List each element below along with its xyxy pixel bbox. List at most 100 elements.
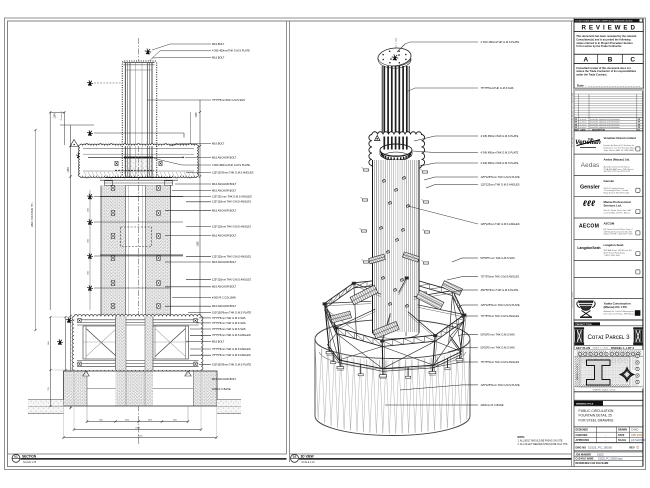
svg-text:01: 01 [14,454,18,458]
svg-text:FOR STEEL DRAWING: FOR STEEL DRAWING [579,418,614,422]
svg-text:38/F AIA Tower, 183 Electric R: 38/F AIA Tower, 183 Electric Rd [604,249,632,252]
svg-text:125*125 mm THK G.M.S ANGLES: 125*125 mm THK G.M.S ANGLES [212,194,252,198]
svg-text:Venetian Orient Limited: Venetian Orient Limited [604,136,637,140]
svg-text:Issued for approval and inform: Issued for approval and information [590,126,620,129]
svg-text:xx.xx.xx: xx.xx.xx [580,119,587,121]
svg-text:Estrada da Baia de N. Senhora: Estrada da Baia de N. Senhora da [604,144,635,147]
svg-text:125*125*6mm THK G.M.S ANGLES: 125*125*6mm THK G.M.S ANGLES [212,171,254,175]
svg-text:XX: XX [638,124,641,126]
svg-text:M16 ANCHOR BOLT: M16 ANCHOR BOLT [212,260,237,264]
svg-text:SCALE 1:10: SCALE 1:10 [302,461,316,464]
svg-text:450*50*6mm THK G.M.S PLATE: 450*50*6mm THK G.M.S PLATE [481,288,519,292]
svg-text:2584: 2584 [135,427,141,429]
svg-text:51525_PC_05050.dwg: 51525_PC_05050.dwg [598,458,623,461]
svg-text:xx.xx.xx: xx.xx.xx [580,127,587,129]
svg-text:PARCEL 1, LOT 2: PARCEL 1, LOT 2 [611,346,634,350]
svg-text:C: C [630,57,635,64]
svg-text:Gensler: Gensler [604,179,616,183]
svg-text:XX: XX [575,124,578,126]
svg-text:PROJECT TITLE: PROJECT TITLE [576,324,593,326]
svg-text:Yadea Construction: Yadea Construction [604,302,631,306]
svg-text:864: 864 [148,419,152,421]
svg-text:75*75*5mm THK G.M.S SHS: 75*75*5mm THK G.M.S SHS [212,327,246,331]
svg-text:251A-301 AIA Tower, 19/F, Maca: 251A-301 AIA Tower, 19/F, Macau [604,168,634,171]
svg-text:DRAWING TITLE: DRAWING TITLE [576,402,594,405]
svg-text:XX: XX [575,119,578,121]
svg-text:DESIGNED: DESIGNED [576,429,589,432]
svg-text:125*125*6mm THK G.M.S PLATE: 125*125*6mm THK G.M.S PLATE [481,303,520,307]
svg-text:C: C [637,446,640,450]
svg-text:125*125mm THK G.M.S ANGLES: 125*125mm THK G.M.S ANGLES [212,255,251,259]
svg-text:M16 ANCHOR BOLT: M16 ANCHOR BOLT [212,304,237,308]
svg-text:3D VIEW: 3D VIEW [301,454,314,458]
svg-text:Macau Professional: Macau Professional [604,200,631,204]
svg-text:DATE: DATE [581,129,587,132]
svg-text:DO NOT SCALE DRAWINGS. VERIFY: DO NOT SCALE DRAWINGS. VERIFY ALL DIMENS… [576,20,634,23]
svg-text:APPROVED: APPROVED [576,439,590,442]
svg-text:GRAPHIC SCALE 1:17500: GRAPHIC SCALE 1:17500 [593,388,616,391]
svg-text:75*75*5mm THK G.M.S ANGLES: 75*75*5mm THK G.M.S ANGLES [212,347,251,351]
svg-text:M16 ANCHOR BOLT: M16 ANCHOR BOLT [212,188,237,192]
svg-text:864: 864 [125,419,129,421]
svg-text:North Point, Hong Kong: North Point, Hong Kong [604,252,625,255]
svg-text:75*75*5mm THK G.M.S SHS: 75*75*5mm THK G.M.S SHS [212,321,246,325]
svg-text:4 365 450mmTHK G.M.S PLATE: 4 365 450mmTHK G.M.S PLATE [212,49,250,53]
svg-text:51525_PC_05050: 51525_PC_05050 [588,445,613,449]
svg-text:75*75*5mmTHK G.M.S SHS: 75*75*5mmTHK G.M.S SHS [481,86,514,90]
svg-text:51525_PC_05050: 51525_PC_05050 [572,292,574,307]
svg-text:75*75*5mm THK G.M.S ANGLES: 75*75*5mm THK G.M.S ANGLES [212,333,251,337]
svg-text:4 500 450mmTHK G.M.S PLATE: 4 500 450mmTHK G.M.S PLATE [212,163,250,167]
svg-text:150*150*8mm THK G.M.S PLATE: 150*150*8mm THK G.M.S PLATE [212,362,251,366]
svg-text:Date :: Date : [577,83,586,87]
svg-text:75*75*6mm THK G.M.S ANGLES: 75*75*6mm THK G.M.S ANGLES [481,275,520,279]
svg-text:1986: 1986 [196,112,198,118]
svg-text:M16 ANCHOR BOLT: M16 ANCHOR BOLT [212,285,237,289]
svg-text:Gensler: Gensler [580,185,601,191]
svg-text:status referred to in Pr: status referred to in Project Procedure … [576,41,633,45]
svg-text:Shatin, NT HK t +852 2317 700: Shatin, NT HK t +852 2317 7000 [604,233,634,236]
svg-text:AECOM: AECOM [604,222,615,226]
svg-text:BY: BY [637,130,640,132]
svg-text:XX: XX [575,122,578,124]
svg-text:This document has been rev: This document has been reviewed by the r… [576,34,636,38]
svg-text:1986: 1986 [197,241,199,247]
svg-text:M16 BOLT: M16 BOLT [212,42,225,46]
svg-text:M16 ANCHOR BOLT: M16 ANCHOR BOLT [212,182,237,186]
svg-text:8/F Grand Central Plaza Tower: 8/F Grand Central Plaza Tower 2 [604,228,634,231]
svg-text:PARCEL 1, LOT 2: PARCEL 1, LOT 2 [576,363,579,380]
svg-text:CAD FILE NAME: CAD FILE NAME [576,458,594,461]
svg-text:125*125*6mm THK G.M.S PLATE: 125*125*6mm THK G.M.S PLATE [481,383,520,387]
svg-text:XX: XX [638,119,641,121]
svg-text:2. ALL FILLET WELDED SHOULD BE: 2. ALL FILLET WELDED SHOULD BE 3mm THK. [518,443,569,446]
svg-text:XX: XX [575,127,578,129]
svg-text:Issued for approval and inform: Issued for approval and information [590,123,620,126]
svg-text:( Fountain ): ( Fountain ) [60,111,63,122]
svg-text:DRAWN: DRAWN [618,429,627,432]
svg-text:JOB NUMBER: JOB NUMBER [576,454,592,456]
svg-text:LangdonSeah: LangdonSeah [577,246,600,250]
svg-text:M16 ANCHOR BOLT: M16 ANCHOR BOLT [212,155,237,159]
svg-text:864: 864 [48,340,50,344]
svg-text:50*50*5 mm THK G.M.S SHS: 50*50*5 mm THK G.M.S SHS [481,346,516,350]
svg-text:Langdon Seah: Langdon Seah [604,243,624,247]
svg-text:CHAD: CHAD [631,428,638,432]
svg-text:Luso Int'l Bld, 17th FL, Macau: Luso Int'l Bld, 17th FL, Macau [604,212,630,215]
svg-text:DESCRIPTION: DESCRIPTION [592,130,606,132]
svg-text:M16 ANCHOR BOLT: M16 ANCHOR BOLT [212,377,237,381]
svg-text:75*75*5mm THK G.M.S ANGLES: 75*75*5mm THK G.M.S ANGLES [481,314,520,318]
svg-text:1984: 1984 [55,113,57,119]
svg-text:M16 ANCHOR BOLT: M16 ANCHOR BOLT [212,209,237,213]
svg-text:-: - [605,434,606,437]
svg-text:Issued for approval and inform: Issued for approval and information [590,121,620,124]
svg-text:5.4 for action by the Tra: 5.4 for action by the Trade Contractor. [576,44,622,48]
svg-text:125*125mm THK G.M.S ANGLES: 125*125mm THK G.M.S ANGLES [212,225,251,229]
svg-text:4 345 450mmTHK G.M.S PLATE: 4 345 450mmTHK G.M.S PLATE [481,134,519,138]
svg-text:xx.xx.xx: xx.xx.xx [580,122,587,124]
svg-text:125*125mm THK G.M.S ANGLES: 125*125mm THK G.M.S ANGLES [481,222,520,226]
svg-text:-: - [605,439,606,442]
svg-text:4 THK 450mmTHK G.M.S PLATE: 4 THK 450mmTHK G.M.S PLATE [481,40,520,44]
svg-text:4: 4 [138,442,140,445]
svg-text:# 500 R.C COLUMN: # 500 R.C COLUMN [212,295,236,299]
svg-text:M16 BOLT: M16 BOLT [212,339,225,343]
svg-text:125*125mm THK G.M.S ANGLES: 125*125mm THK G.M.S ANGLES [481,182,520,186]
